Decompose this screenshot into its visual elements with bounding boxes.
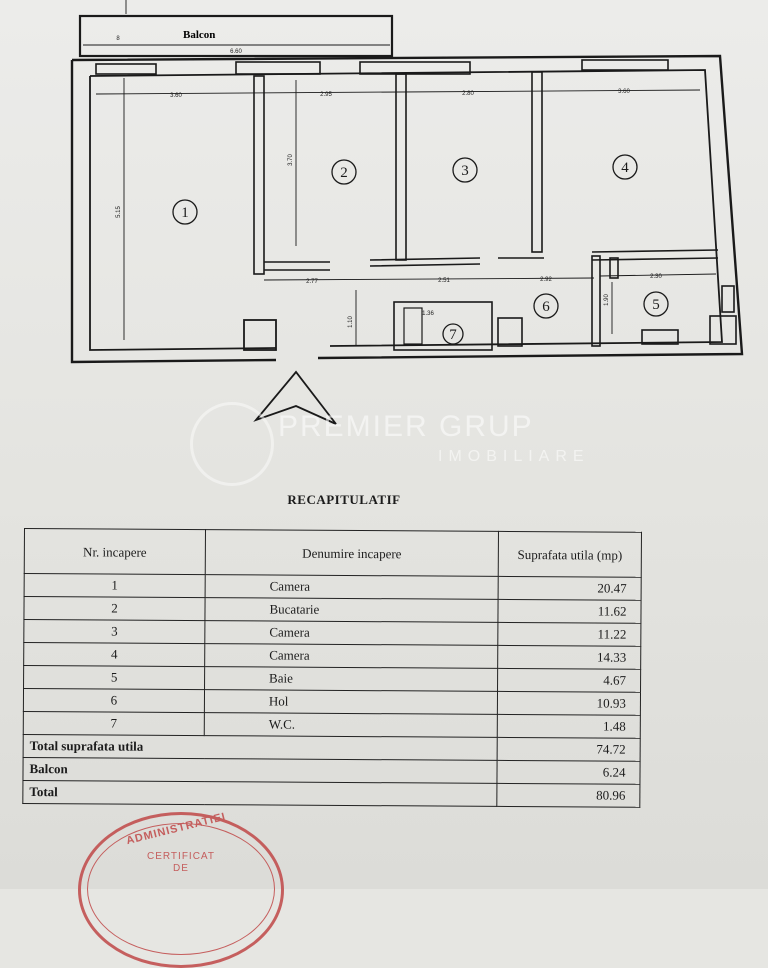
dim-room2-width: 2.95 [320,92,332,98]
cell-nr: 6 [23,688,205,713]
dim-room3-lower: 2.51 [438,278,450,284]
header-name: Denumire incapere [205,529,499,577]
balcon-label: Balcon [22,757,498,784]
room-5-circle [643,291,669,317]
room-4-number: 4 [621,160,629,176]
room-6-circle [533,293,559,319]
header-nr: Nr. incapere [24,528,206,575]
room-1-circle [172,199,198,225]
wc-block [393,301,493,351]
cell-area: 11.22 [497,622,641,647]
dim-room7-width: 1.36 [422,311,434,317]
cell-nr: 3 [23,619,205,644]
wall-3-4 [531,71,543,253]
wall-2-3 [395,73,407,261]
cell-name: Baie [204,666,498,692]
cell-area: 10.93 [497,691,641,716]
outer-wall [71,54,744,360]
total-label: Total [22,780,497,807]
dim-room1-height: 5.15 [116,206,122,218]
cell-area: 14.33 [497,645,641,670]
table-header-row: Nr. incapere Denumire incapere Suprafata… [24,528,642,578]
room-4-circle [612,154,638,180]
recap-table: Nr. incapere Denumire incapere Suprafata… [22,528,642,808]
dim-room2-height: 3.70 [288,154,294,166]
stamp-line3: DE [173,863,189,874]
cell-name: Bucatarie [204,597,499,623]
dim-balcony-depth: 8 [116,36,120,42]
total-util-value: 74.72 [497,737,641,762]
room-3-circle [452,157,478,183]
cell-nr: 1 [24,573,206,598]
balcon-value: 6.24 [496,760,641,785]
cell-nr: 5 [23,665,205,690]
cell-area: 20.47 [498,576,642,601]
room-2-circle [331,159,357,185]
dim-room6-width: 2.92 [540,277,552,283]
cell-nr: 7 [23,711,205,736]
watermark-line2: IMOBILIARE [438,448,590,465]
dim-room1-width: 3.60 [170,93,182,99]
dim-room3-width: 2.80 [462,91,474,97]
recap-title: RECAPITULATIF [287,492,401,507]
balcony-label: Balcon [183,29,215,41]
watermark-logo [190,402,274,486]
dim-balcony-width: 6.60 [230,49,242,55]
cell-area: 1.48 [497,714,641,739]
dim-room4-width: 3.60 [618,89,630,95]
room-7-number: 7 [449,327,457,343]
wall-1-2 [253,75,265,275]
cell-nr: 2 [23,596,206,621]
document-page [0,0,768,889]
north-arrow [253,370,337,425]
dim-room2-lower: 2.77 [306,279,318,285]
balcony-outline [78,14,394,58]
room-3-number: 3 [461,163,469,179]
cell-name: W.C. [204,712,498,738]
room-1-number: 1 [181,205,189,221]
room-7-circle [442,323,464,345]
cell-name: Hol [204,689,498,715]
dim-room7-height: 1.90 [604,294,610,306]
official-stamp: ADMINISTRATIEI CERTIFICAT DE [78,811,284,968]
total-util-label: Total suprafata utila [23,734,498,761]
floor-plan: 1 2 3 4 5 6 7 Balcon 6.60 8 3.60 2.95 2.… [70,0,744,425]
total-value: 80.96 [496,783,640,808]
cell-area: 11.62 [497,599,642,624]
watermark: PREMIER GRUP IMOBILIARE [278,410,584,465]
cell-name: Camera [204,620,498,646]
room-2-number: 2 [340,165,348,181]
dim-hol-height: 1.10 [348,316,354,328]
room-5-number: 5 [652,297,660,313]
cell-name: Camera [205,574,499,600]
cell-nr: 4 [23,642,205,667]
cell-name: Camera [204,643,498,669]
cell-area: 4.67 [497,668,641,693]
dim-room5-width: 2.30 [650,274,662,280]
room-6-number: 6 [542,299,550,315]
header-area: Suprafata utila (mp) [498,531,642,578]
total-row: Total 80.96 [22,780,640,808]
watermark-line1: PREMIER GRUP [278,410,534,443]
stamp-line2: CERTIFICAT [147,851,215,862]
